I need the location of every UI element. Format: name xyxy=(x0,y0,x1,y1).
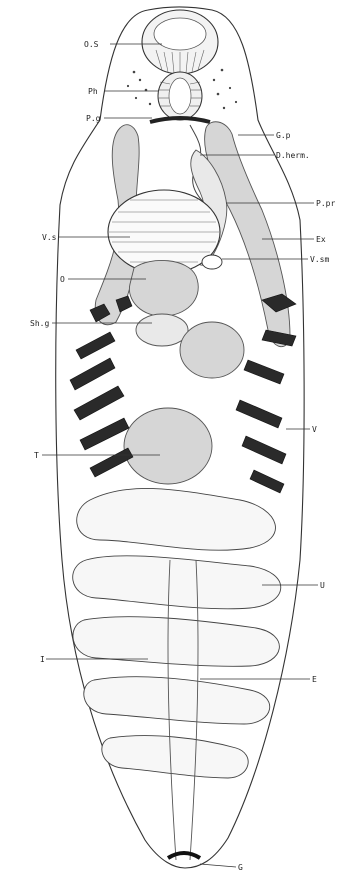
label-dherm: D.herm. xyxy=(276,151,310,160)
uterus-coils xyxy=(73,488,281,778)
label-pg: P.g xyxy=(86,114,101,123)
label-g: G xyxy=(238,863,243,872)
oral-sucker xyxy=(142,10,218,74)
label-gp: G.p xyxy=(276,131,291,140)
posterior-testis xyxy=(124,408,212,484)
label-ppr: P.pr xyxy=(316,199,335,208)
label-t: T xyxy=(34,451,39,460)
label-u: U xyxy=(320,581,325,590)
posterior-pore xyxy=(168,853,200,858)
label-ph: Ph xyxy=(88,87,98,96)
label-v: V xyxy=(312,425,317,434)
label-shg: Sh.g xyxy=(30,319,49,328)
label-i: I xyxy=(40,655,45,664)
label-e: E xyxy=(312,675,317,684)
label-ex: Ex xyxy=(316,235,326,244)
label-vsm: V.sm xyxy=(310,255,329,264)
genital-pore-band xyxy=(150,118,210,122)
shell-gland xyxy=(136,314,188,346)
label-o: O xyxy=(60,275,65,284)
ovary xyxy=(129,260,198,316)
pharynx xyxy=(158,72,202,120)
ventral-sucker xyxy=(202,255,222,269)
label-vs: V.s xyxy=(42,233,57,242)
anterior-testis xyxy=(180,322,244,378)
label-os: O.S xyxy=(84,40,99,49)
